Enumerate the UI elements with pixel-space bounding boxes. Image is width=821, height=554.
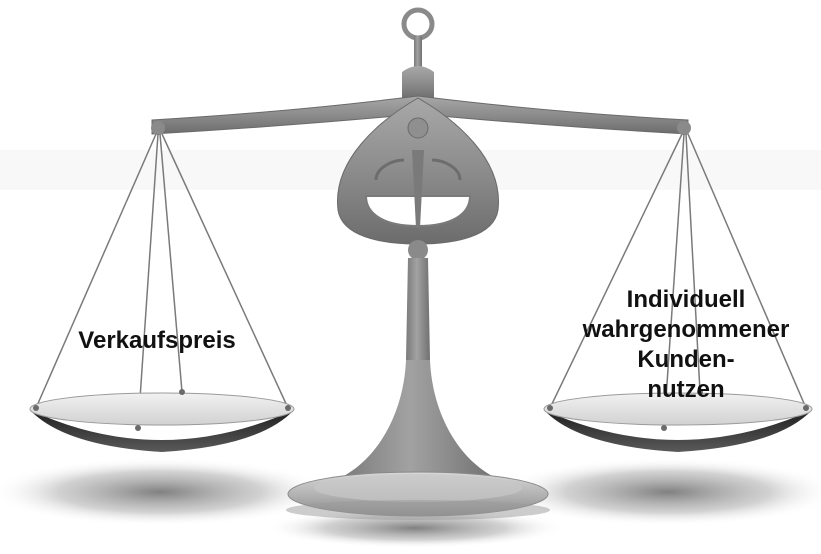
left-floor-shadow [0,458,330,526]
column-flare [340,360,496,478]
pivot-cap [402,66,434,100]
stem-collar [408,240,428,260]
left-pan [30,389,294,452]
pivot-knob [408,118,428,138]
top-rod [414,36,422,70]
beam-end-right [677,121,691,135]
beam-end-left [151,121,165,135]
top-ring [404,10,432,38]
left-pan-label: Verkaufspreis [52,326,262,356]
right-pan-label: Individuell wahrgenommener Kunden- nutze… [556,285,816,405]
column [406,258,430,360]
